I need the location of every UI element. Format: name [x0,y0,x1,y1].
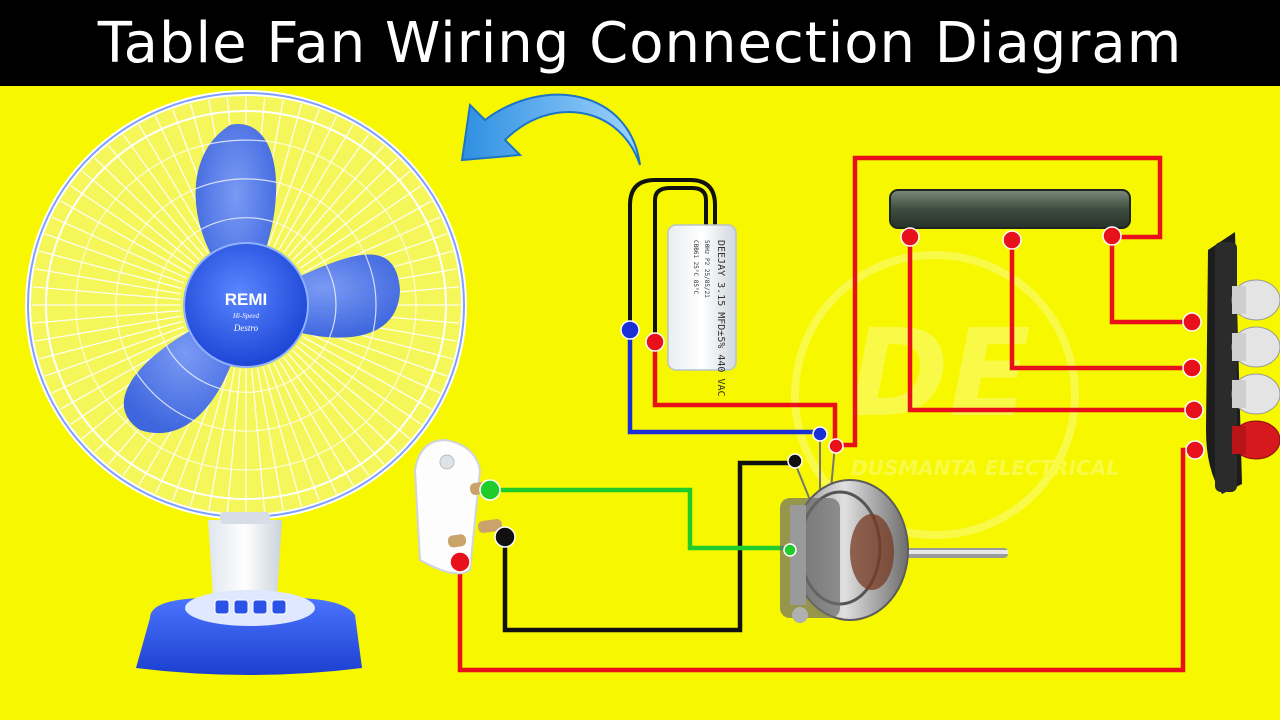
wire-red-tap1 [907,237,1192,413]
watermark-initials: DE [849,305,1031,444]
fan-model-name: Destro [233,323,259,333]
wire-red-tap3 [1109,237,1192,325]
fan-hub [184,243,308,367]
fan-brand-label: REMI [225,290,268,309]
wire-red-top [852,155,1163,425]
fan-motor [780,479,1008,623]
fan-model-line: Hi-Speed [232,312,260,320]
fan-speed-buttons [214,599,287,615]
wire-black-neutral [502,460,795,633]
wire-red-tap2 [1009,240,1192,371]
speed-resistor [889,189,1131,229]
capacitor: DEEJAY 3.15 MFD±5% 440 VAC 50Hz P2 25/85… [667,224,737,397]
curved-arrow-icon [460,93,641,166]
title-bar: Table Fan Wiring Connection Diagram [0,0,1280,86]
capacitor-label-1: DEEJAY 3.15 MFD±5% 440 VAC [715,240,726,397]
wire-blue-capacitor [627,330,820,435]
watermark-name: DUSMANTA ELECTRICAL [851,456,1119,480]
page-title: Table Fan Wiring Connection Diagram [97,10,1183,76]
wire-red-capacitor [652,342,838,445]
capacitor-leads [628,178,717,330]
wiring-diagram: DE DUSMANTA ELECTRICAL [25,90,1280,675]
diagram-canvas: DE DUSMANTA ELECTRICAL [0,86,1280,720]
speed-switch [1206,232,1280,494]
capacitor-label-2: 50Hz P2 25/85/21 [703,240,710,298]
capacitor-label-3: CBB61 25°C 85°C [692,240,699,295]
terminal-dots [449,226,1205,573]
watermark: DE DUSMANTA ELECTRICAL [791,251,1119,539]
wire-green-earth [490,487,790,551]
table-fan: REMI Hi-Speed Destro [25,90,467,675]
wires [457,155,1195,673]
switch-buttons [1231,279,1280,460]
